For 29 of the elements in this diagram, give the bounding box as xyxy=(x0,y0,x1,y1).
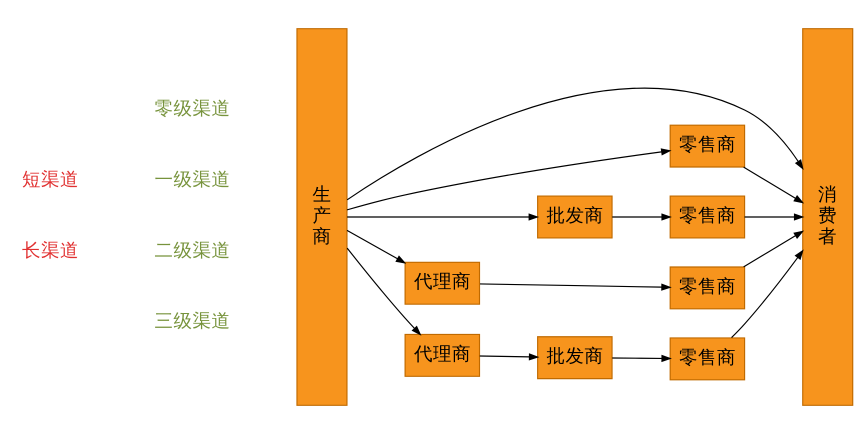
arrow xyxy=(346,88,804,200)
arrow xyxy=(347,213,540,221)
arrow xyxy=(743,230,804,268)
node-box: 批发商 xyxy=(537,195,613,239)
node-box: 零售商 xyxy=(670,337,746,380)
arrow xyxy=(731,249,804,338)
arrow xyxy=(743,166,804,204)
node-box: 消费者 xyxy=(802,28,854,406)
arrow xyxy=(480,283,672,291)
node-box: 零售商 xyxy=(670,195,746,239)
label: 短渠道 xyxy=(22,169,79,190)
label: 二级渠道 xyxy=(154,240,230,262)
label: 长渠道 xyxy=(22,240,79,262)
arrow xyxy=(480,353,540,361)
node-box: 生产商 xyxy=(296,28,348,406)
arrow xyxy=(612,213,672,221)
node-box: 批发商 xyxy=(537,336,613,380)
arrow xyxy=(612,354,672,362)
arrow xyxy=(346,148,672,210)
node-box: 代理商 xyxy=(404,334,480,377)
label: 一级渠道 xyxy=(154,169,230,190)
arrow xyxy=(346,230,406,264)
label: 零级渠道 xyxy=(154,98,230,120)
label: 三级渠道 xyxy=(154,311,230,332)
node-box: 代理商 xyxy=(404,262,480,305)
node-box: 零售商 xyxy=(670,266,746,310)
node-box: 零售商 xyxy=(670,124,746,168)
arrow xyxy=(346,248,422,336)
arrow xyxy=(744,213,804,221)
